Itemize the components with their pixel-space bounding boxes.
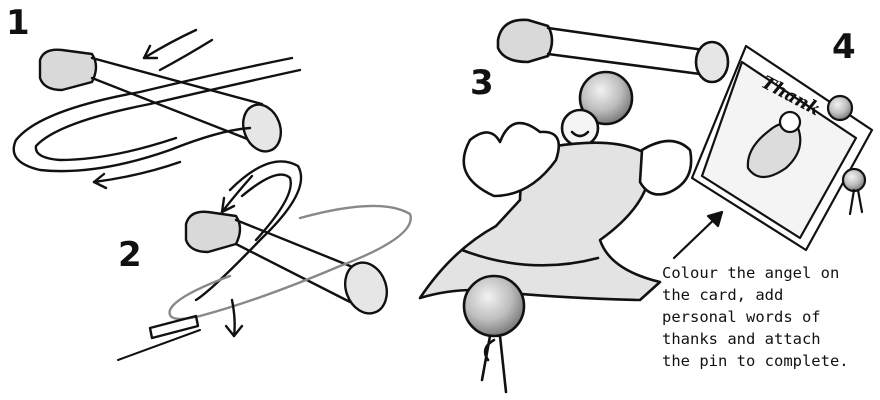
step-number-1: 1 xyxy=(6,6,30,40)
pin-bar xyxy=(236,244,350,302)
pin-bar xyxy=(548,54,700,74)
pin-coil xyxy=(338,257,393,320)
pin-head xyxy=(40,50,96,90)
pin-head xyxy=(186,212,240,252)
caption-line: the card, add xyxy=(662,284,877,306)
caption-line: the pin to complete. xyxy=(662,350,877,372)
card-bead xyxy=(843,169,865,191)
step4-caption: Colour the angel on the card, add person… xyxy=(662,262,877,372)
step1-illustration xyxy=(14,30,300,188)
pin-head xyxy=(498,20,552,62)
cord-loop xyxy=(242,175,291,240)
card-ribbon xyxy=(850,190,862,214)
arrow xyxy=(94,162,180,182)
caption-line: Colour the angel on xyxy=(662,262,877,284)
cord-tail xyxy=(482,336,506,392)
pin-bar xyxy=(548,28,704,50)
card-bead xyxy=(828,96,852,120)
caption-line: personal words of xyxy=(662,306,877,328)
card-angel-head xyxy=(780,112,800,132)
caption-line: thanks and attach xyxy=(662,328,877,350)
angel-wing xyxy=(640,141,691,194)
step-number-3: 3 xyxy=(470,66,494,100)
bead-face xyxy=(562,110,598,146)
bead-lower xyxy=(464,276,524,336)
cord-end xyxy=(118,330,200,360)
step-number-2: 2 xyxy=(118,238,142,272)
arrow xyxy=(222,176,252,212)
step-number-4: 4 xyxy=(832,30,856,64)
step2-illustration xyxy=(118,161,411,360)
pin-coil xyxy=(696,42,728,82)
